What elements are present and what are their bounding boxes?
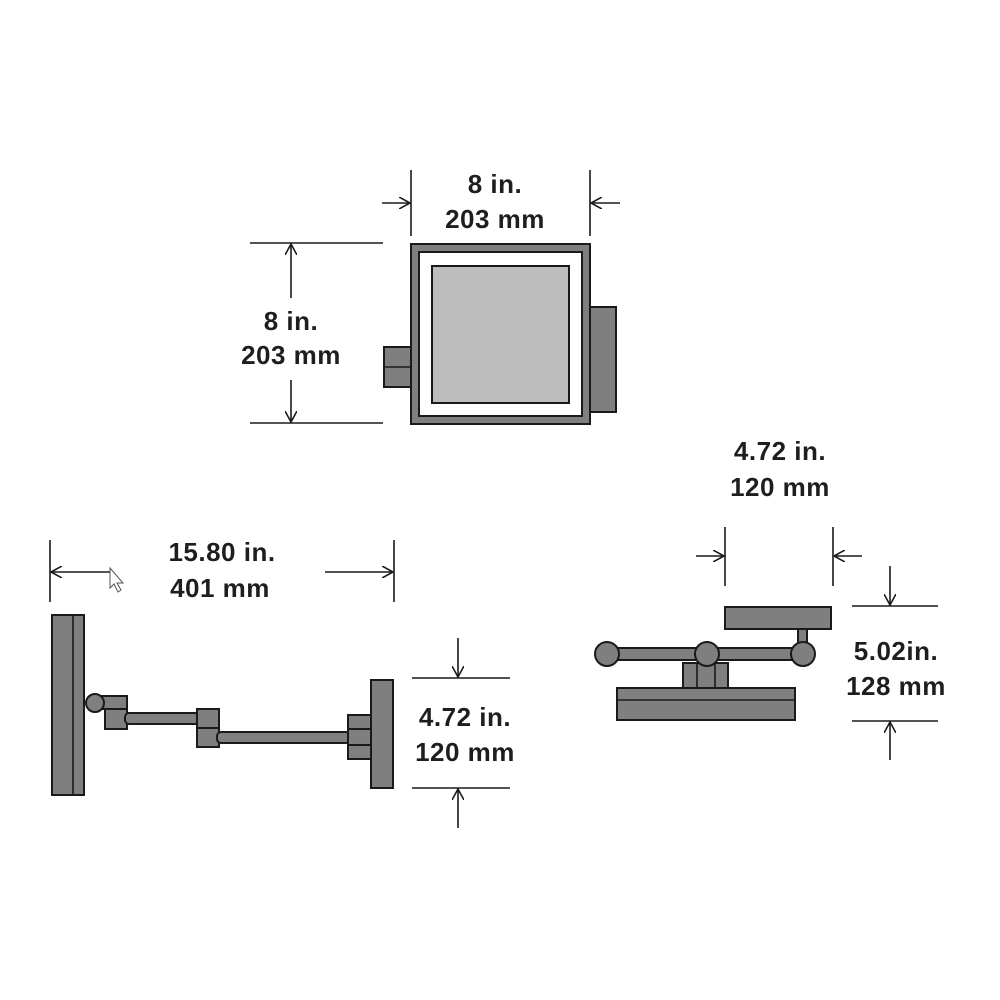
wall-joint <box>85 693 105 713</box>
front-height-mm: 203 mm <box>241 340 341 370</box>
front-view-mirror <box>383 243 617 425</box>
front-height-in: 8 in. <box>264 306 319 336</box>
side-height-in: 4.72 in. <box>419 702 511 732</box>
side-view-arm <box>51 614 394 796</box>
top-height-dimension: 5.02in. 128 mm <box>846 566 946 760</box>
top-wall-plate <box>724 606 832 630</box>
top-height-in: 5.02in. <box>854 636 938 666</box>
extension-mm: 401 mm <box>170 573 270 603</box>
side-height-dimension: 4.72 in. 120 mm <box>412 638 515 828</box>
front-width-in: 8 in. <box>468 169 523 199</box>
top-nut <box>682 662 729 689</box>
front-width-mm: 203 mm <box>445 204 545 234</box>
top-height-mm: 128 mm <box>846 671 946 701</box>
side-extension-dimension: 15.80 in. 401 mm <box>49 537 395 603</box>
front-height-dimension: 8 in. 203 mm <box>241 242 383 424</box>
wall-plate-edge <box>589 306 617 413</box>
top-mirror <box>616 687 796 721</box>
mirror-side <box>370 679 394 789</box>
wall-plate <box>51 614 85 796</box>
top-depth-mm: 120 mm <box>730 472 830 502</box>
front-width-dimension: 8 in. 203 mm <box>382 169 620 236</box>
top-view-arm <box>594 606 832 721</box>
top-depth-dimension: 4.72 in. 120 mm <box>696 436 862 586</box>
arm-segment-1 <box>124 712 200 725</box>
top-depth-in: 4.72 in. <box>734 436 826 466</box>
side-height-mm: 120 mm <box>415 737 515 767</box>
arm-segment-2 <box>216 731 351 744</box>
cursor-icon <box>109 566 125 593</box>
mirror-glass <box>431 265 570 404</box>
extension-in: 15.80 in. <box>168 537 275 567</box>
